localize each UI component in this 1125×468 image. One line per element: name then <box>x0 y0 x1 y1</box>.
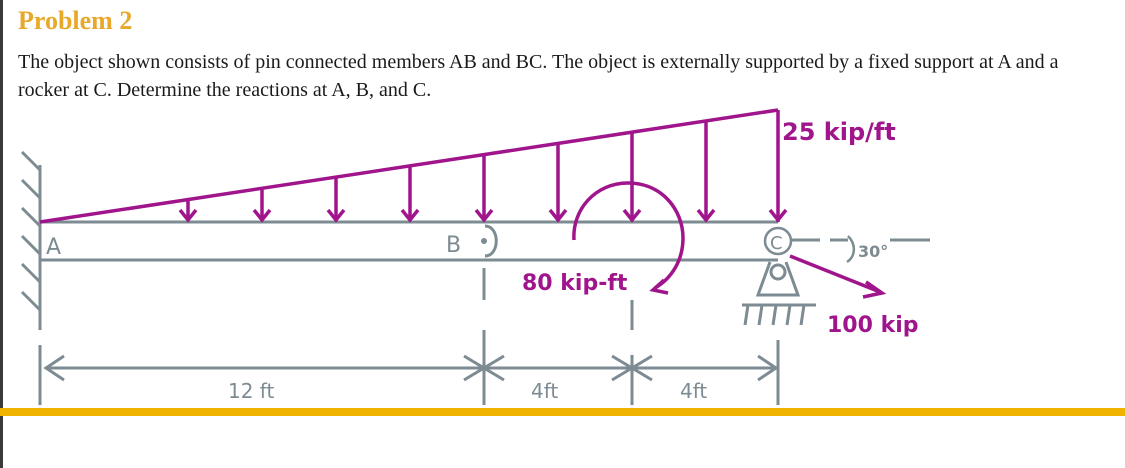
fixed-support-a <box>20 150 42 330</box>
label-dim-mid-c: 4ft <box>680 379 707 403</box>
pin-b <box>481 224 498 258</box>
label-point-load: 100 kip <box>827 313 919 338</box>
problem-statement: The object shown consists of pin connect… <box>18 51 1059 101</box>
label-angle: 30° <box>858 242 888 261</box>
label-b: B <box>446 233 461 258</box>
beam <box>40 220 778 262</box>
rocker-support-c <box>742 261 816 326</box>
label-dim-b-mid: 4ft <box>531 379 558 403</box>
label-moment: 80 kip-ft <box>522 271 628 296</box>
dimension-lines <box>38 268 780 405</box>
problem-title: Problem 2 <box>18 6 133 35</box>
left-margin-rule <box>0 0 3 468</box>
label-a: A <box>46 235 61 260</box>
angle-arc <box>846 235 856 264</box>
label-distributed-load: 25 kip/ft <box>782 118 896 146</box>
bottom-accent-rule <box>0 408 1125 416</box>
applied-moment <box>572 181 685 295</box>
point-load-c <box>789 254 887 299</box>
label-c: C <box>770 233 783 254</box>
distributed-load <box>39 108 788 224</box>
label-dim-ab: 12 ft <box>228 379 274 403</box>
